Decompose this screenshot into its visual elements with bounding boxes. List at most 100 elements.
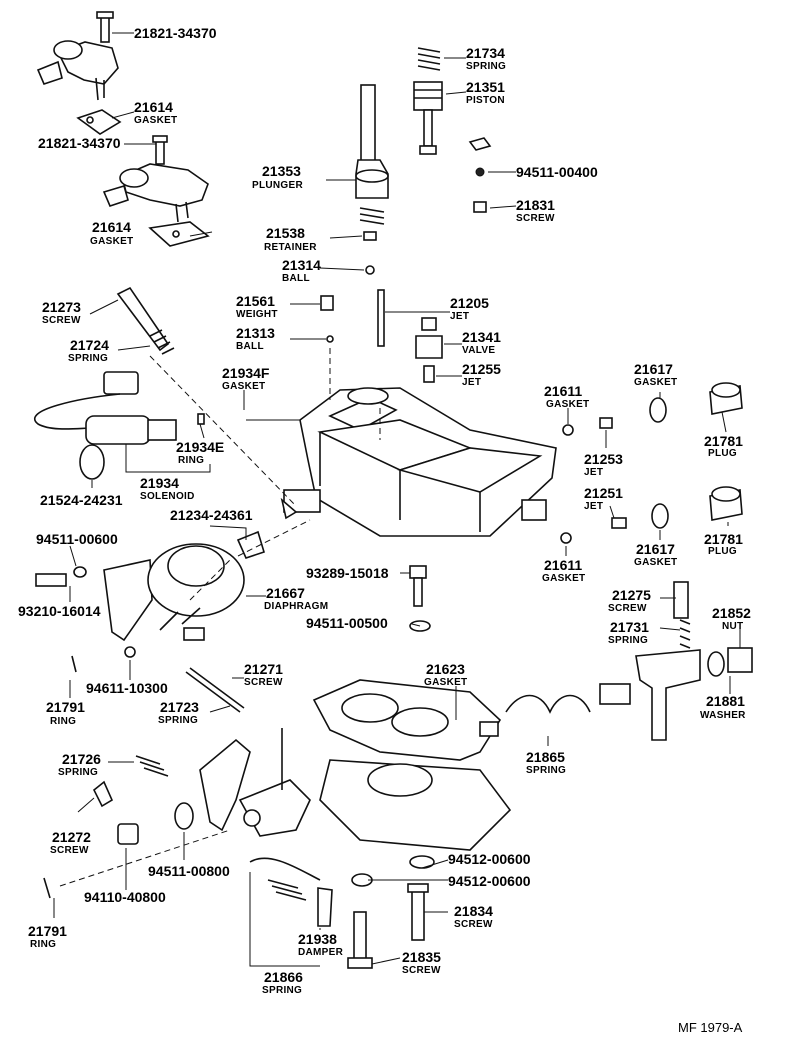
diaphragm-part bbox=[35, 530, 265, 658]
small-screw-top bbox=[468, 137, 492, 213]
plunger-part bbox=[355, 84, 389, 275]
callout-c57-number: 21866 bbox=[264, 969, 303, 985]
right-side-fittings bbox=[560, 382, 743, 544]
piston-part bbox=[413, 47, 443, 155]
callout-c30-number: 21617 bbox=[636, 541, 675, 557]
callout-c31-number: 21611 bbox=[544, 557, 582, 573]
callout-c36-name: SCREW bbox=[608, 603, 647, 614]
callout-c54-number: 21791 bbox=[28, 923, 67, 939]
callout-c44-name: SPRING bbox=[158, 715, 198, 726]
callout-c39-name: SPRING bbox=[608, 635, 648, 646]
callout-c08-name: SCREW bbox=[516, 213, 555, 224]
callout-c42-number: 21623 bbox=[426, 661, 465, 677]
callout-c13-name: JET bbox=[450, 311, 469, 322]
lower-screws-damper bbox=[43, 655, 429, 969]
callout-c33-number: 93289-15018 bbox=[306, 565, 389, 581]
callout-c14-number: 21313 bbox=[236, 325, 275, 341]
callout-c37-name: NUT bbox=[722, 621, 743, 632]
callout-c46-number: 21726 bbox=[62, 751, 101, 767]
callout-c24-name: JET bbox=[584, 467, 603, 478]
callout-c48-name: SCREW bbox=[50, 845, 89, 856]
callout-c18-number: 21724 bbox=[70, 337, 109, 353]
callout-c14-name: BALL bbox=[236, 341, 264, 352]
callout-c17-number: 21273 bbox=[42, 299, 81, 315]
callout-c16-name: JET bbox=[462, 377, 481, 388]
figure-code: MF 1979-A bbox=[678, 1020, 743, 1035]
callout-c54-name: RING bbox=[30, 939, 56, 950]
callout-c44-number: 21723 bbox=[160, 699, 199, 715]
callout-c02-name: GASKET bbox=[134, 115, 177, 126]
callout-c45-name: WASHER bbox=[700, 710, 746, 721]
callout-c37-number: 21852 bbox=[712, 605, 751, 621]
callout-c55-number: 21938 bbox=[298, 931, 337, 947]
callout-c20-name: GASKET bbox=[546, 399, 589, 410]
callout-c27-number: 21251 bbox=[584, 485, 623, 501]
callout-c53-name: SCREW bbox=[454, 919, 493, 930]
callout-c57-name: SPRING bbox=[262, 985, 302, 996]
weight-jet-valve bbox=[320, 289, 443, 383]
callout-c07-number: 94511-00400 bbox=[516, 164, 598, 180]
callout-c24-number: 21253 bbox=[584, 451, 623, 467]
carburetor-main-body bbox=[280, 387, 557, 537]
callout-c23-number: 21934E bbox=[176, 439, 224, 455]
idle-screw-spring bbox=[116, 286, 175, 355]
callout-c11-name: BALL bbox=[282, 273, 310, 284]
choke-gasket-upper bbox=[76, 109, 122, 135]
callout-c32-number: 94511-00600 bbox=[36, 531, 118, 547]
callout-c15-number: 21341 bbox=[462, 329, 501, 345]
choke-housing-upper bbox=[36, 11, 119, 101]
callout-c13-number: 21205 bbox=[450, 295, 489, 311]
callout-c56-number: 21835 bbox=[402, 949, 441, 965]
callout-c23-name: RING bbox=[178, 455, 204, 466]
mount-bolt bbox=[409, 565, 431, 632]
callout-c40-number: 94611-10300 bbox=[86, 680, 168, 696]
callout-c10-number: 21538 bbox=[266, 225, 305, 241]
callout-c20-number: 21611 bbox=[544, 383, 582, 399]
callout-c41-name: SCREW bbox=[244, 677, 283, 688]
callout-c42-name: GASKET bbox=[424, 677, 467, 688]
callout-c18-name: SPRING bbox=[68, 353, 108, 364]
callout-c30-name: GASKET bbox=[634, 557, 677, 568]
callout-c25-number: 21934 bbox=[140, 475, 179, 491]
callout-c49-number: 94511-00800 bbox=[148, 863, 230, 879]
callout-c17-name: SCREW bbox=[42, 315, 81, 326]
callout-c50-number: 94512-00600 bbox=[448, 851, 531, 867]
callout-c39-number: 21731 bbox=[610, 619, 649, 635]
callout-c46-name: SPRING bbox=[58, 767, 98, 778]
callout-c04-name: GASKET bbox=[90, 236, 133, 247]
callout-c22-name: PLUG bbox=[708, 448, 737, 459]
throttle-body bbox=[312, 679, 512, 851]
callout-c31-name: GASKET bbox=[542, 573, 585, 584]
throttle-lever-springs bbox=[92, 667, 631, 887]
callout-c34-name: DIAPHRAGM bbox=[264, 601, 328, 612]
callout-c05-number: 21734 bbox=[466, 45, 505, 61]
callout-c15-name: VALVE bbox=[462, 345, 495, 356]
callout-c26-number: 21524-24231 bbox=[40, 492, 123, 508]
callout-c47-number: 21865 bbox=[526, 749, 565, 765]
callout-c21-number: 21617 bbox=[634, 361, 673, 377]
callout-c53-number: 21834 bbox=[454, 903, 493, 919]
callout-c16-number: 21255 bbox=[462, 361, 501, 377]
callout-c41-number: 21271 bbox=[244, 661, 283, 677]
callout-c29-number: 21234-24361 bbox=[170, 507, 253, 523]
callout-c12-name: WEIGHT bbox=[236, 309, 278, 320]
callout-c19-number: 21934F bbox=[222, 365, 270, 381]
callout-c51-number: 94110-40800 bbox=[84, 889, 166, 905]
callout-c11-number: 21314 bbox=[282, 257, 321, 273]
callout-c27-name: JET bbox=[584, 501, 603, 512]
callout-c56-name: SCREW bbox=[402, 965, 441, 976]
callout-c01-number: 21821-34370 bbox=[134, 25, 217, 41]
callout-c48-number: 21272 bbox=[52, 829, 91, 845]
callout-c09-name: PLUNGER bbox=[252, 180, 303, 191]
solenoid-part bbox=[34, 371, 205, 480]
choke-gasket-lower bbox=[148, 221, 210, 247]
throttle-link-right bbox=[635, 581, 753, 741]
callout-c47-name: SPRING bbox=[526, 765, 566, 776]
callout-c43-name: RING bbox=[50, 716, 76, 727]
callout-c34-number: 21667 bbox=[266, 585, 305, 601]
callout-c25-name: SOLENOID bbox=[140, 491, 195, 502]
callout-c03-number: 21821-34370 bbox=[38, 135, 121, 151]
callout-c43-number: 21791 bbox=[46, 699, 85, 715]
callout-c45-number: 21881 bbox=[706, 693, 745, 709]
